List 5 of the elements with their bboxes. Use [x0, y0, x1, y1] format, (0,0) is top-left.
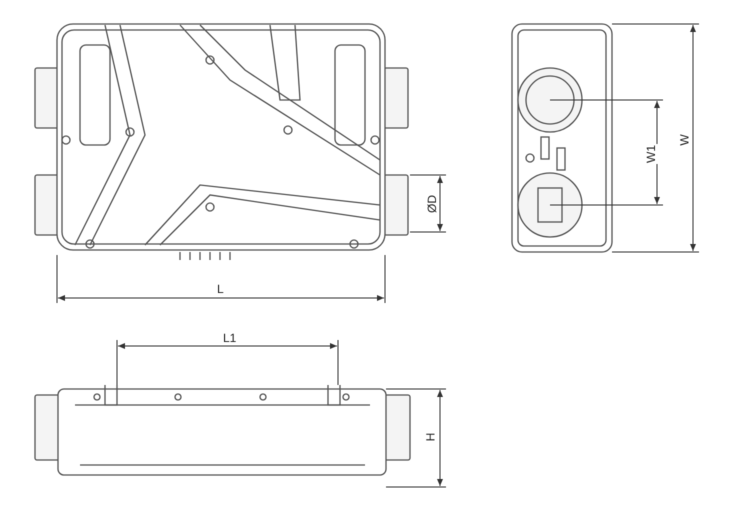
- dimension-label: W1: [644, 144, 658, 164]
- dimension-label: L: [216, 282, 225, 296]
- dimension-label: H: [423, 432, 438, 442]
- dimension-label: L1: [222, 331, 238, 345]
- dimension-label: ØD: [425, 194, 439, 214]
